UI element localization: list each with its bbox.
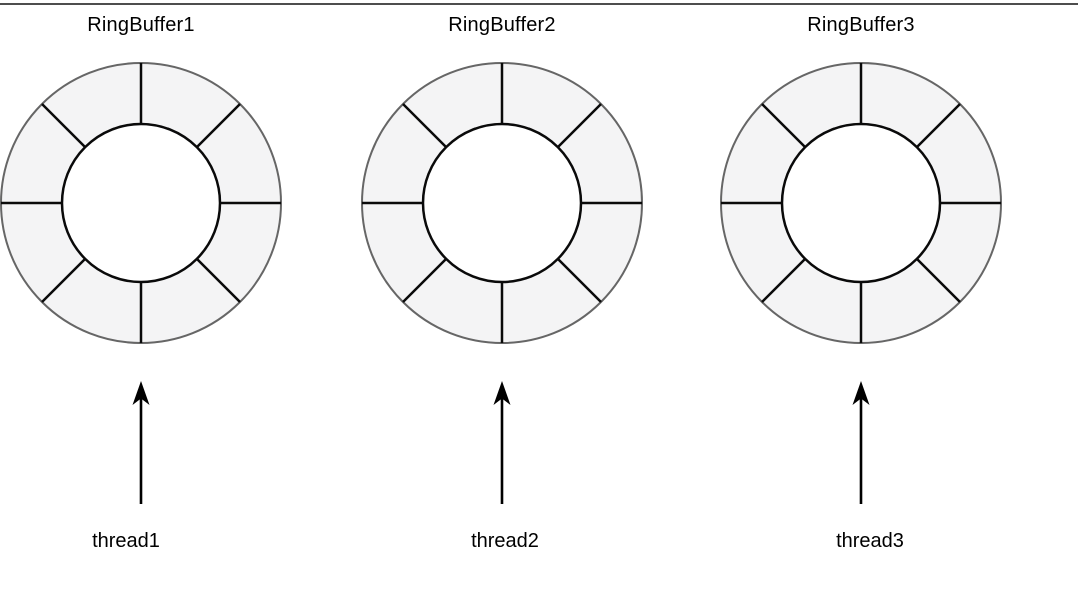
ring-buffer-donut	[0, 62, 282, 344]
up-arrow-icon	[493, 381, 511, 504]
top-border-line	[0, 3, 1078, 5]
ring-buffer-title: RingBuffer1	[87, 14, 195, 36]
up-arrow-icon	[852, 381, 870, 504]
up-arrow-icon	[132, 381, 150, 504]
thread-label: thread2	[471, 530, 539, 552]
thread-label: thread3	[836, 530, 904, 552]
ring-buffer-donut	[361, 62, 643, 344]
ring-buffer-group-3: RingBuffer3 thread3	[719, 0, 1003, 591]
ring-buffer-group-1: RingBuffer1 thread1	[0, 0, 283, 591]
ring-buffer-group-2: RingBuffer2 thread2	[360, 0, 644, 591]
thread-label: thread1	[92, 530, 160, 552]
ring-buffer-donut	[720, 62, 1002, 344]
ring-buffer-title: RingBuffer2	[448, 14, 556, 36]
ring-buffer-title: RingBuffer3	[807, 14, 915, 36]
